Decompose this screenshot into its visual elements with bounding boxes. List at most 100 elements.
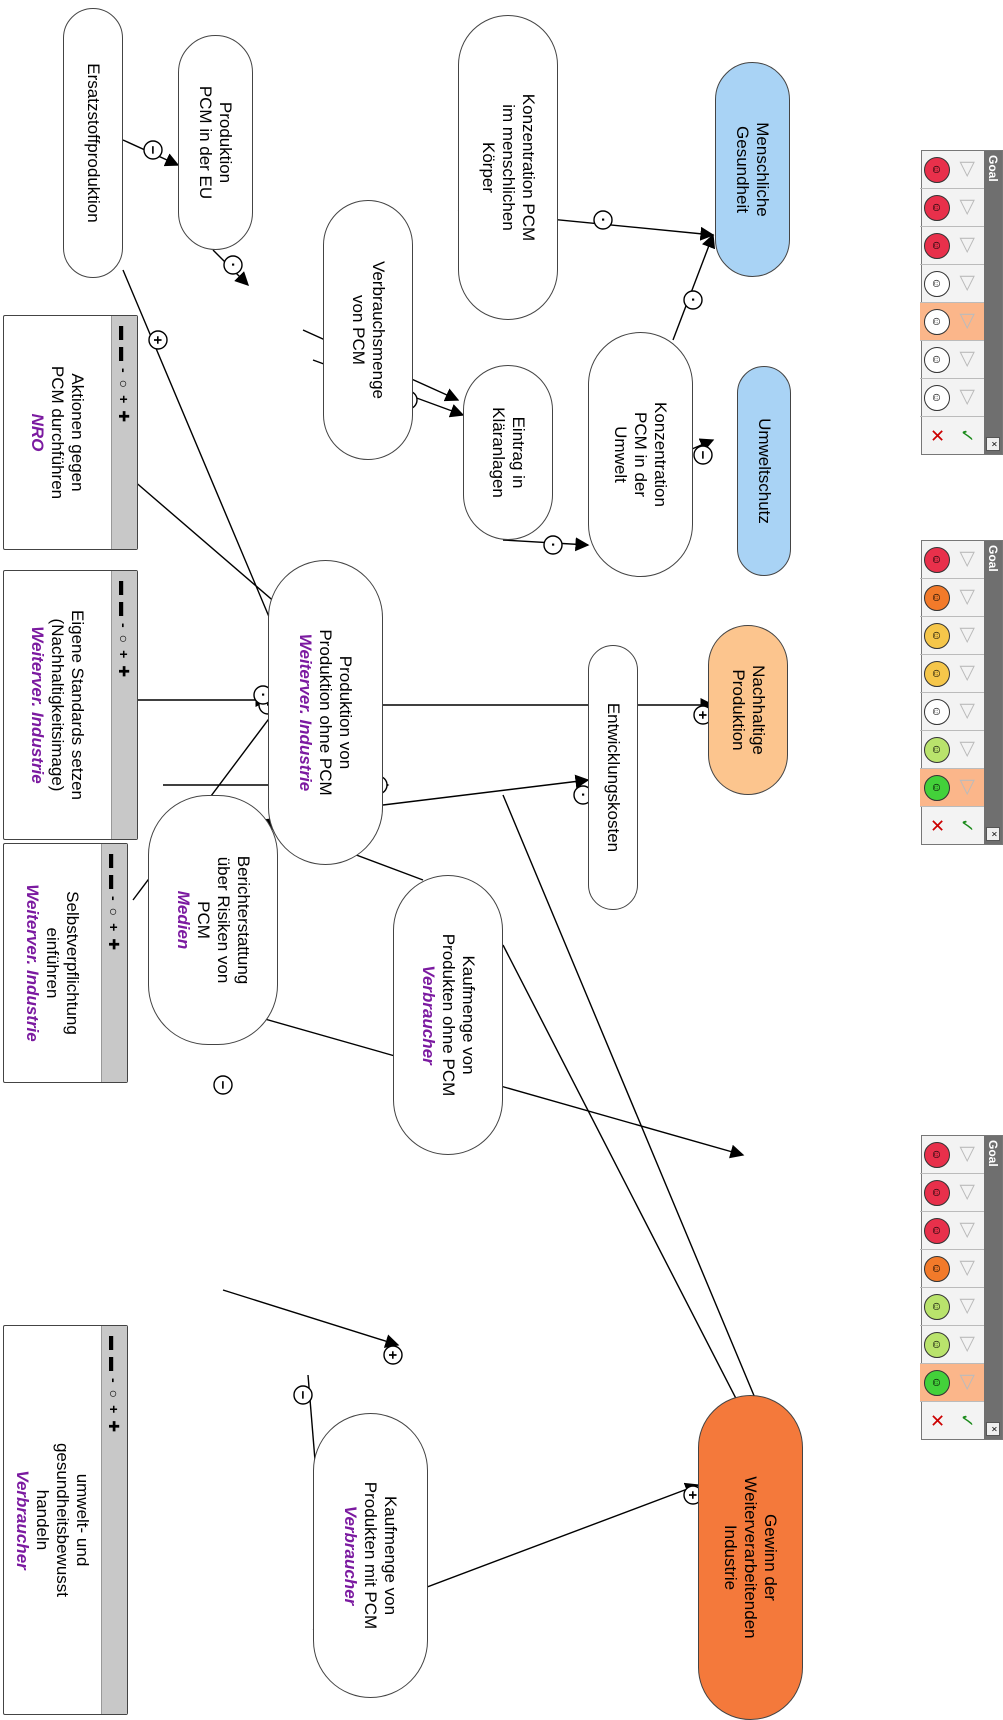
edge-sign-dot: · (594, 218, 611, 223)
node-label: Konzentration PCM (519, 93, 538, 242)
goal-level-cell[interactable]: ▷☺ (920, 379, 984, 417)
goal-level-cell[interactable]: ▷☺ (920, 617, 984, 655)
triangle-icon: ▷ (957, 1298, 979, 1315)
node-label: Produkten mit PCM (361, 1481, 381, 1630)
node-konzentration-koerper[interactable]: Konzentration PCM im menschlichen Körper (458, 15, 558, 320)
goal-panel-gewinn[interactable]: Goal × ▷☺▷☺▷☺▷☺▷☺▷☺▷☺✓✕ (920, 1135, 1003, 1440)
node-label: Umwelt (611, 426, 631, 483)
triangle-icon: ▷ (957, 351, 979, 368)
lever-mark: ✚ (116, 665, 133, 678)
node-label: PCM in der EU (196, 85, 216, 200)
actor-label: Weiterver. Industrie (296, 633, 316, 792)
node-label: Entwicklungskosten (604, 702, 623, 853)
check-icon[interactable]: ✓ (957, 1412, 977, 1429)
lever-scale[interactable]: ▬ ▬ - ○ + ✚ (101, 844, 127, 1082)
goal-menschliche-gesundheit[interactable]: Menschliche Gesundheit (715, 62, 790, 277)
node-label: über Risiken von (214, 856, 233, 984)
panel-header: Goal × (984, 151, 1002, 454)
node-label: (Nachhaltigkeitsimage) (48, 618, 68, 792)
node-produktion-eu[interactable]: Produktion PCM in der EU (178, 35, 253, 250)
node-ersatzstoffproduktion[interactable]: Ersatzstoffproduktion (63, 8, 123, 278)
panel-header: Goal × (984, 1136, 1002, 1439)
lever-scale[interactable]: ▬ ▬ - ○ + ✚ (111, 571, 137, 839)
edge-sign-dot: · (259, 703, 276, 708)
cross-icon[interactable]: ✕ (927, 817, 947, 834)
goal-level-cell[interactable]: ▷☺ (920, 693, 984, 731)
goal-level-cell[interactable]: ▷☺ (920, 731, 984, 769)
goal-level-cell[interactable]: ▷☺ (920, 541, 984, 579)
goal-level-cell[interactable]: ▷☺ (920, 341, 984, 379)
edge-sign-dot: · (224, 263, 241, 268)
goal-panel-gesundheit[interactable]: Goal × ▷☺▷☺▷☺▷☺▷☺▷☺▷☺✓✕ (920, 150, 1003, 455)
node-label: Körper (479, 141, 498, 194)
goal-level-cell[interactable]: ▷☺ (920, 303, 984, 341)
goal-level-cell[interactable]: ▷☺ (920, 769, 984, 807)
lever-aktionen-nro[interactable]: ▬ ▬ - ○ + ✚ Aktionen gegen PCM durchführ… (3, 315, 138, 550)
goal-check-cell[interactable]: ✓✕ (920, 807, 984, 844)
goal-level-cell[interactable]: ▷☺ (920, 1288, 984, 1326)
node-eintrag-klaeranlagen[interactable]: Eintrag in Kläranlagen (463, 365, 553, 540)
edge-line (122, 269, 285, 652)
goal-gewinn-industrie[interactable]: Gewinn der Weiterverarbeitenden Industri… (698, 1395, 803, 1720)
edge-sign-plus: + (149, 336, 166, 345)
close-icon[interactable]: × (986, 827, 1000, 841)
goal-level-cell[interactable]: ▷☺ (920, 189, 984, 227)
triangle-icon: ▷ (957, 1374, 979, 1391)
goal-nachhaltige-produktion[interactable]: Nachhaltige Produktion (708, 625, 788, 795)
panel-cells[interactable]: ▷☺▷☺▷☺▷☺▷☺▷☺▷☺✓✕ (920, 541, 984, 844)
lever-eigene-standards[interactable]: ▬ ▬ - ○ + ✚ Eigene Standards setzen (Nac… (3, 570, 138, 840)
goal-level-cell[interactable]: ▷☺ (920, 1212, 984, 1250)
goal-check-cell[interactable]: ✓✕ (920, 417, 984, 454)
lever-mark: + (106, 923, 123, 932)
edge-sign-minus: − (694, 451, 711, 460)
node-entwicklungskosten[interactable]: Entwicklungskosten (588, 645, 638, 910)
lever-mark: - (106, 896, 123, 901)
lever-mark: ▬ (116, 326, 133, 340)
node-kaufmenge-mit-pcm[interactable]: Kaufmenge von Produkten mit PCM Verbrauc… (313, 1413, 428, 1698)
check-icon[interactable]: ✓ (957, 817, 977, 834)
triangle-icon: ▷ (957, 551, 979, 568)
lever-mark: - (106, 1378, 123, 1383)
edge-sign-minus: − (144, 146, 161, 155)
smiley-icon: ☺ (924, 1141, 950, 1168)
close-icon[interactable]: × (986, 437, 1000, 451)
goal-level-cell[interactable]: ▷☺ (920, 151, 984, 189)
node-konzentration-umwelt[interactable]: Konzentration PCM in der Umwelt (588, 332, 693, 577)
lever-selbstverpflichtung[interactable]: ▬ ▬ - ○ + ✚ Selbstverpflichtung einführe… (3, 843, 128, 1083)
node-berichterstattung[interactable]: Berichterstattung über Risiken von PCM M… (148, 795, 278, 1045)
cross-icon[interactable]: ✕ (927, 1412, 947, 1429)
goal-level-cell[interactable]: ▷☺ (920, 1136, 984, 1174)
goal-panel-nachhaltigkeit[interactable]: Goal × ▷☺▷☺▷☺▷☺▷☺▷☺▷☺✓✕ (920, 540, 1003, 845)
node-kaufmenge-ohne-pcm[interactable]: Kaufmenge von Produkten ohne PCM Verbrau… (393, 875, 503, 1155)
smiley-icon: ☺ (924, 156, 950, 183)
goal-level-cell[interactable]: ▷☺ (920, 227, 984, 265)
goal-level-cell[interactable]: ▷☺ (920, 1326, 984, 1364)
node-label: umwelt- und (73, 1473, 93, 1567)
node-label: PCM (194, 901, 213, 939)
actor-label: Verbraucher (419, 965, 438, 1065)
lever-scale[interactable]: ▬ ▬ - ○ + ✚ (111, 316, 137, 549)
cross-icon[interactable]: ✕ (927, 427, 947, 444)
panel-cells[interactable]: ▷☺▷☺▷☺▷☺▷☺▷☺▷☺✓✕ (920, 151, 984, 454)
panel-cells[interactable]: ▷☺▷☺▷☺▷☺▷☺▷☺▷☺✓✕ (920, 1136, 984, 1439)
goal-level-cell[interactable]: ▷☺ (920, 655, 984, 693)
goal-level-cell[interactable]: ▷☺ (920, 1364, 984, 1402)
goal-level-cell[interactable]: ▷☺ (920, 1250, 984, 1288)
goal-level-cell[interactable]: ▷☺ (920, 1174, 984, 1212)
node-label: Kläranlagen (489, 407, 508, 498)
node-label: einführen (43, 927, 63, 999)
node-label: Verbrauchsmenge (369, 261, 388, 399)
check-icon[interactable]: ✓ (957, 427, 977, 444)
goal-check-cell[interactable]: ✓✕ (920, 1402, 984, 1439)
lever-mark: ✚ (116, 410, 133, 423)
close-icon[interactable]: × (986, 1422, 1000, 1436)
node-produktion-ohne-pcm[interactable]: Produktion von Produktion ohne PCM Weite… (268, 560, 383, 865)
node-label: Produktion (216, 101, 236, 184)
goal-level-cell[interactable]: ▷☺ (920, 265, 984, 303)
goal-umweltschutz[interactable]: Umweltschutz (737, 366, 791, 576)
lever-umwelt-handeln[interactable]: ▬ ▬ - ○ + ✚ umwelt- und gesundheitsbewus… (3, 1325, 128, 1715)
node-verbrauchsmenge[interactable]: Verbrauchsmenge von PCM (323, 200, 413, 460)
lever-scale[interactable]: ▬ ▬ - ○ + ✚ (101, 1326, 127, 1714)
goal-level-cell[interactable]: ▷☺ (920, 579, 984, 617)
